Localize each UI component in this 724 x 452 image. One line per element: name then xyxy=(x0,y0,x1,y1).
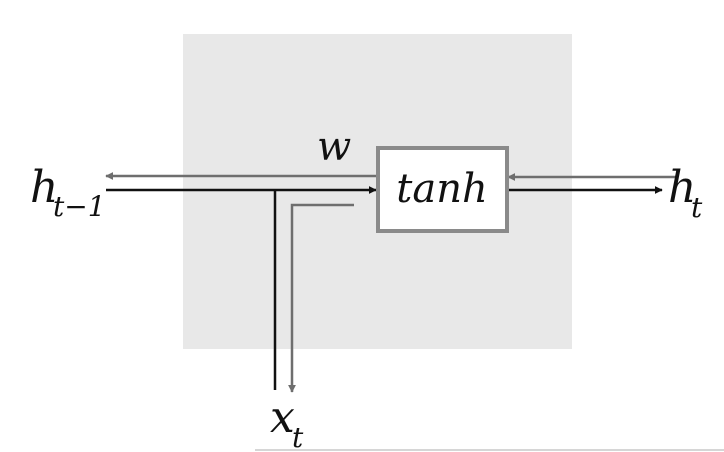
h-prev-subscript: t−1 xyxy=(53,190,106,223)
backward-arrow-to-x xyxy=(288,203,354,393)
x-label: x xyxy=(270,392,295,443)
tanh-label: tanh xyxy=(396,166,487,212)
weight-label: w xyxy=(317,124,351,170)
h-next-subscript: t xyxy=(691,191,703,224)
x-subscript: t xyxy=(292,421,304,452)
h-next-label: h xyxy=(668,162,696,213)
tanh-box xyxy=(376,146,509,233)
h-prev-label: h xyxy=(30,162,58,213)
